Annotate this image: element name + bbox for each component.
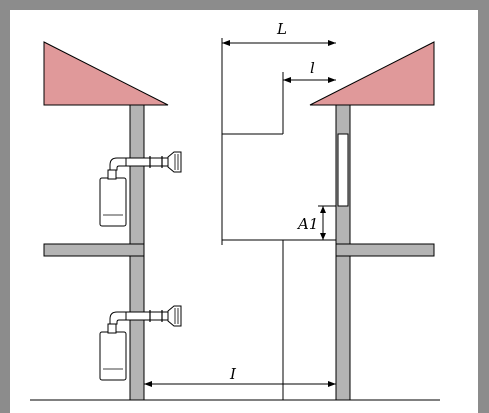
boiler-lower-body <box>99 331 127 381</box>
label-I: I <box>229 365 237 383</box>
flue-pipe-lower <box>125 311 171 321</box>
boiler-upper-body <box>99 177 127 227</box>
frame-right <box>478 0 489 413</box>
left-roof <box>43 41 169 106</box>
dimension-A1 <box>318 205 336 240</box>
boiler-lower <box>99 305 182 381</box>
flue-terminal-upper <box>167 151 182 173</box>
dimension-I <box>144 381 336 387</box>
dimension-L <box>221 38 336 245</box>
boiler-upper <box>99 151 182 227</box>
dimension-l <box>222 72 336 135</box>
right-window <box>337 133 349 207</box>
flue-pipe-upper <box>125 157 171 167</box>
frame-top <box>0 0 489 10</box>
frame-left <box>0 0 10 413</box>
label-L: L <box>276 20 287 38</box>
label-l: l <box>310 59 315 77</box>
label-A1: A1 <box>296 215 318 233</box>
right-roof <box>309 41 435 106</box>
left-floor-slab <box>43 243 145 257</box>
flue-terminal-lower <box>167 305 182 327</box>
right-floor-slab <box>335 243 435 257</box>
